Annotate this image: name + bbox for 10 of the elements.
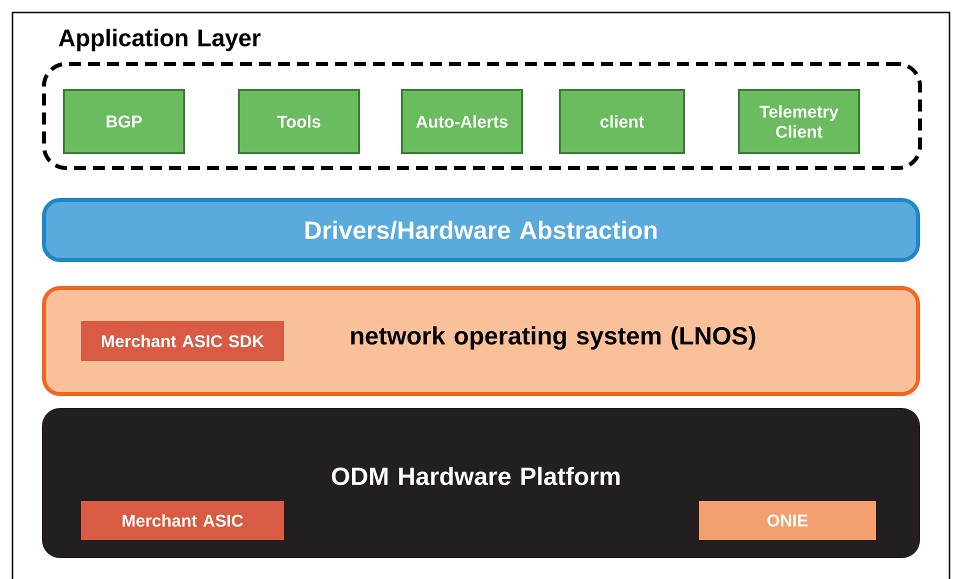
app-box: BGP xyxy=(63,89,185,154)
component-box: Merchant ASIC SDK xyxy=(81,321,284,361)
layer-band: Drivers/Hardware Abstraction xyxy=(42,198,920,262)
app-box: Telemetry Client xyxy=(738,89,860,154)
app-box: Tools xyxy=(238,89,360,154)
component-box: Merchant ASIC xyxy=(81,501,284,540)
app-box: client xyxy=(559,89,685,154)
node-label: Application Layer xyxy=(58,28,261,52)
component-box: ONIE xyxy=(699,501,876,540)
app-box: Auto-Alerts xyxy=(401,89,523,154)
